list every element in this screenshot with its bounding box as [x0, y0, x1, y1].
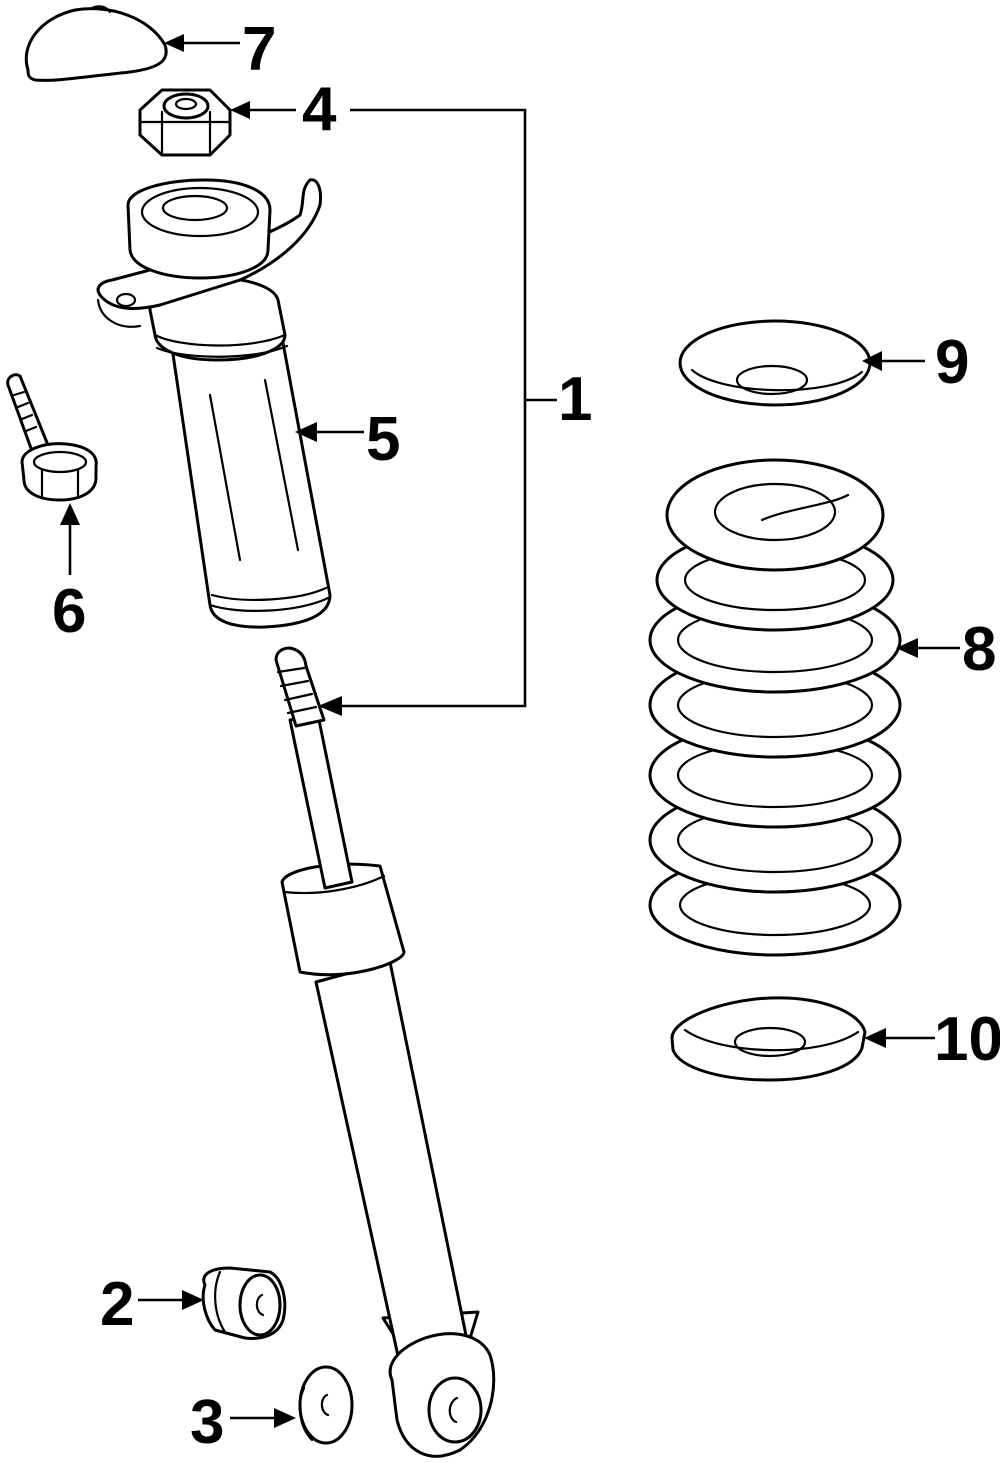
part-3-washer: [298, 1365, 354, 1445]
callout-6: 6: [52, 577, 86, 646]
part-8-coil-spring: [648, 458, 902, 957]
arrow-7: [164, 34, 184, 52]
callout-8: 8: [962, 615, 996, 684]
arrow-2: [182, 1290, 204, 1310]
arrow-8: [896, 638, 918, 658]
part-7-dust-cap: [24, 5, 168, 82]
part-9-upper-spring-seat: [678, 319, 872, 407]
callout-7: 7: [242, 15, 276, 84]
callout-5: 5: [366, 405, 400, 474]
part-4-nut: [138, 88, 232, 157]
callout-3: 3: [190, 1388, 224, 1457]
callout-1: 1: [558, 365, 592, 434]
part-1-strut-assembly: [274, 646, 496, 1458]
arrow-6: [60, 503, 80, 525]
part-6-bolt: [6, 373, 98, 502]
arrow-5: [295, 422, 317, 442]
arrow-1: [318, 696, 342, 716]
callout-2: 2: [100, 1270, 134, 1339]
arrow-10: [864, 1028, 886, 1048]
callout-4: 4: [302, 75, 337, 144]
callout-10: 10: [934, 1005, 1000, 1074]
arrow-4: [230, 101, 250, 119]
part-5-upper-mount-boot: [96, 178, 332, 629]
arrow-9: [862, 351, 882, 371]
part-2-bushing: [201, 1266, 287, 1340]
callout-9: 9: [935, 328, 969, 397]
callouts: 7 4 1 5 6 9 8 10 2 3: [52, 15, 1000, 1457]
arrow-3: [274, 1408, 296, 1428]
leader-lines: [60, 34, 960, 1428]
part-10-lower-spring-seat: [670, 996, 867, 1082]
